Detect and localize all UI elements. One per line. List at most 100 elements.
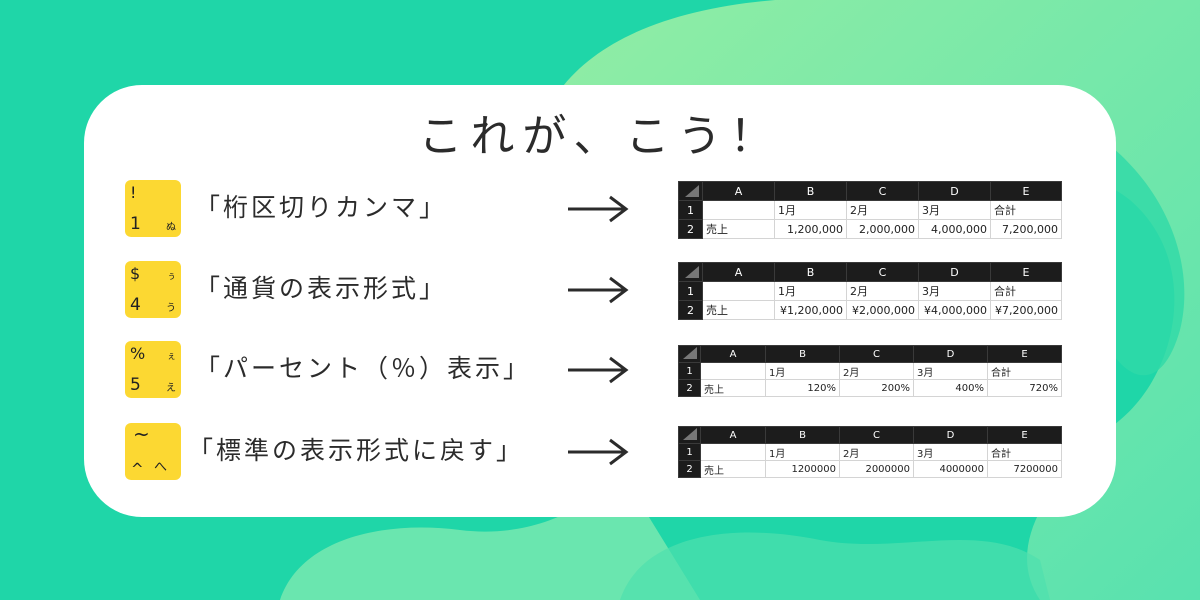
cell[interactable]: 7200000	[987, 460, 1062, 478]
cell[interactable]: 1月	[774, 281, 847, 301]
shortcut-row-currency: $ ぅ 4 う 「通貨の表示形式」	[0, 261, 1200, 321]
row-header[interactable]: 2	[678, 300, 703, 320]
cell[interactable]: 売上	[700, 379, 766, 397]
cell[interactable]: 2,000,000	[846, 219, 919, 239]
cell[interactable]: ¥2,000,000	[846, 300, 919, 320]
spreadsheet-currency: A B C D E 1 1月 2月 3月 合計 2 売上 ¥1,200,000 …	[678, 262, 1062, 320]
cell[interactable]: 3月	[913, 443, 988, 461]
cell[interactable]: 2月	[846, 281, 919, 301]
column-header[interactable]: E	[990, 181, 1062, 201]
cell[interactable]: 合計	[987, 362, 1062, 380]
row-header[interactable]: 2	[678, 460, 701, 478]
cell[interactable]: 2000000	[839, 460, 914, 478]
cell[interactable]: ¥7,200,000	[990, 300, 1062, 320]
shortcut-row-percent: % ぇ 5 え 「パーセント（％）表示」	[0, 341, 1200, 401]
cell[interactable]: 合計	[990, 200, 1062, 220]
shortcut-row-comma: ! 1 ぬ 「桁区切りカンマ」	[0, 180, 1200, 240]
column-header[interactable]: E	[987, 345, 1062, 363]
column-header[interactable]: D	[913, 426, 988, 444]
column-header[interactable]: E	[987, 426, 1062, 444]
shortcut-label: 「標準の表示形式に戻す」	[188, 436, 525, 465]
column-header[interactable]: D	[918, 181, 991, 201]
cell[interactable]: 3月	[918, 200, 991, 220]
key-top-char: ~	[133, 422, 150, 446]
cell[interactable]: 4,000,000	[918, 219, 991, 239]
column-header[interactable]: B	[774, 262, 847, 282]
cell[interactable]: 400%	[913, 379, 988, 397]
spreadsheet-general: A B C D E 1 1月 2月 3月 合計 2 売上 1200000 200…	[678, 426, 1062, 478]
cell[interactable]: 3月	[913, 362, 988, 380]
row-header[interactable]: 2	[678, 379, 701, 397]
table-row: 1 1月 2月 3月 合計	[678, 362, 1062, 380]
key-bottom-char: 5	[130, 375, 141, 395]
column-header[interactable]: C	[839, 426, 914, 444]
cell[interactable]: ¥4,000,000	[918, 300, 991, 320]
column-header[interactable]: D	[918, 262, 991, 282]
cell[interactable]: 売上	[702, 219, 775, 239]
key-5-percent: % ぇ 5 え	[125, 341, 181, 398]
cell[interactable]: 2月	[839, 443, 914, 461]
column-header[interactable]: A	[702, 262, 775, 282]
key-4-dollar: $ ぅ 4 う	[125, 261, 181, 318]
cell[interactable]	[702, 281, 775, 301]
table-row: 2 売上 120% 200% 400% 720%	[678, 379, 1062, 397]
table-row: 2 売上 1,200,000 2,000,000 4,000,000 7,200…	[678, 219, 1062, 239]
column-header[interactable]: A	[700, 426, 766, 444]
select-all-corner[interactable]	[678, 426, 701, 444]
cell[interactable]: 2月	[846, 200, 919, 220]
select-all-corner[interactable]	[678, 181, 703, 201]
row-header[interactable]: 2	[678, 219, 703, 239]
column-header[interactable]: E	[990, 262, 1062, 282]
column-header[interactable]: C	[846, 181, 919, 201]
row-header[interactable]: 1	[678, 200, 703, 220]
column-header[interactable]: D	[913, 345, 988, 363]
cell[interactable]	[700, 443, 766, 461]
select-all-corner[interactable]	[678, 262, 703, 282]
cell[interactable]: 720%	[987, 379, 1062, 397]
key-bottom-kana: ぬ	[166, 222, 176, 233]
column-header[interactable]: B	[765, 345, 840, 363]
key-bottom-char: 1	[130, 214, 141, 234]
column-header[interactable]: C	[839, 345, 914, 363]
table-row: 2 売上 1200000 2000000 4000000 7200000	[678, 460, 1062, 478]
table-row: 1 1月 2月 3月 合計	[678, 281, 1062, 301]
cell[interactable]: 合計	[990, 281, 1062, 301]
cell[interactable]: 3月	[918, 281, 991, 301]
table-row: 1 1月 2月 3月 合計	[678, 200, 1062, 220]
column-header[interactable]: B	[765, 426, 840, 444]
cell[interactable]: 1,200,000	[774, 219, 847, 239]
key-bottom-kana: え	[166, 383, 176, 394]
select-all-corner[interactable]	[678, 345, 701, 363]
arrow-right-icon	[568, 276, 629, 304]
cell[interactable]	[700, 362, 766, 380]
cell[interactable]: ¥1,200,000	[774, 300, 847, 320]
cell[interactable]: 1月	[765, 362, 840, 380]
cell[interactable]: 2月	[839, 362, 914, 380]
cell[interactable]: 120%	[765, 379, 840, 397]
cell[interactable]: 1月	[774, 200, 847, 220]
column-header[interactable]: C	[846, 262, 919, 282]
row-header[interactable]: 1	[678, 281, 703, 301]
cell[interactable]: 合計	[987, 443, 1062, 461]
page-title: これが、こう！	[418, 111, 782, 162]
row-header[interactable]: 1	[678, 443, 701, 461]
cell[interactable]: 売上	[700, 460, 766, 478]
key-caret-tilde: ~ ^ へ	[125, 422, 181, 480]
cell[interactable]: 7,200,000	[990, 219, 1062, 239]
cell[interactable]: 1200000	[765, 460, 840, 478]
arrow-right-icon	[568, 195, 629, 223]
cell[interactable]	[702, 200, 775, 220]
key-bottom-char: 4	[130, 295, 141, 315]
cell[interactable]: 売上	[702, 300, 775, 320]
key-top-kana: ぅ	[166, 272, 176, 282]
key-top-kana: ぇ	[166, 352, 176, 362]
cell[interactable]: 1月	[765, 443, 840, 461]
cell[interactable]: 200%	[839, 379, 914, 397]
cell[interactable]: 4000000	[913, 460, 988, 478]
spreadsheet-percent: A B C D E 1 1月 2月 3月 合計 2 売上 120% 200% 4…	[678, 345, 1062, 397]
column-header[interactable]: A	[702, 181, 775, 201]
column-header[interactable]: A	[700, 345, 766, 363]
row-header[interactable]: 1	[678, 362, 701, 380]
column-header[interactable]: B	[774, 181, 847, 201]
shortcut-label: 「パーセント（％）表示」	[195, 354, 532, 383]
